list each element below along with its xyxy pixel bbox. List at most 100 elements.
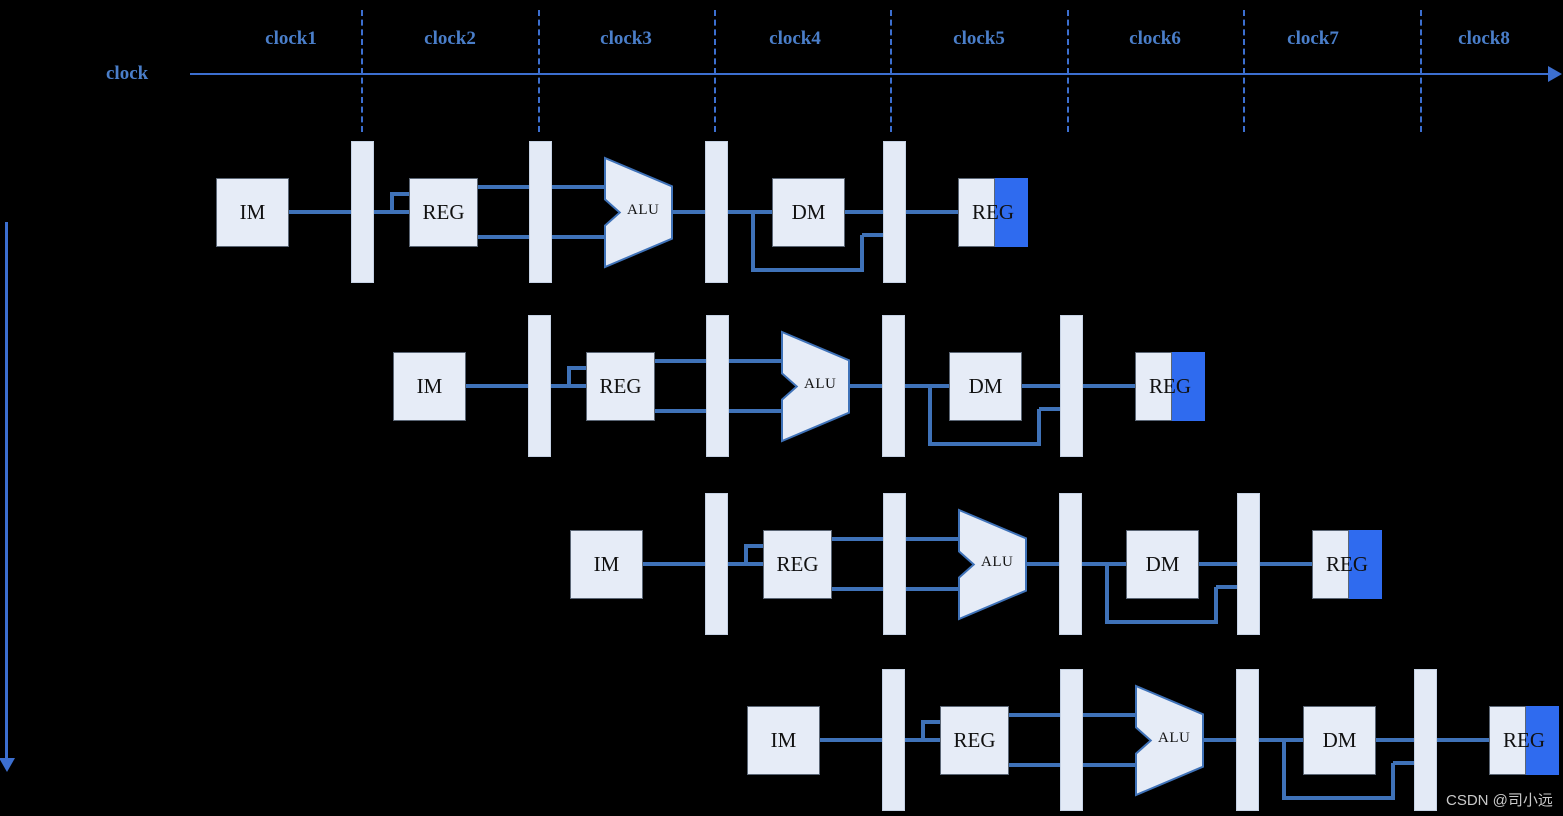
wire-reg-hook-top-r3 [744,544,766,548]
wire-reg-op2-r3 [832,587,895,591]
wb-reg-label-r4: REG [1503,728,1545,752]
clock-tick-2 [538,10,540,132]
wire-dm-to-memwb-r2 [1022,384,1072,388]
dm-box-r3: DM [1126,530,1199,599]
alu-label-r3: ALU [981,554,1014,570]
wire-dm-to-memwb-r1 [845,210,895,214]
dm-box-r3-label: DM [1145,552,1180,576]
wire-bypass-across-r3 [1105,620,1218,624]
wire-reg-op1-r4 [1009,713,1072,717]
pipeline-bar-memwb-r3 [1237,493,1260,635]
reg-box-r4: REG [940,706,1009,775]
wire-reg-op2-r1 [478,235,541,239]
wb-reg-box-r1: REG [958,178,1028,247]
wb-reg-label-r3: REG [1326,552,1368,576]
wire-bypass-down-r1 [751,212,755,270]
wire-im-to-ifid-r3 [643,562,716,566]
pipeline-bar-ifid-r4 [882,669,905,811]
pipeline-bar-exmem-r2 [882,315,905,457]
wire-idex-op1-r1 [552,185,608,189]
pipeline-bar-memwb-r4 [1414,669,1437,811]
clock-cycle-label-8: clock8 [1458,28,1510,49]
wb-reg-right-half-r4 [1526,706,1559,775]
dm-box-r4-label: DM [1322,728,1357,752]
im-box-r1-label: IM [239,200,266,224]
wire-bypass-down-r4 [1282,740,1286,798]
im-box-r4: IM [747,706,820,775]
wb-reg-label-r2: REG [1149,374,1191,398]
wire-ifid-to-reg-r3 [728,562,763,566]
reg-box-r3-label: REG [776,552,819,576]
alu-label-r1: ALU [627,202,660,218]
wire-bypass-across-r1 [751,268,864,272]
wire-bypass-into-memwb-r3 [1216,585,1249,589]
reg-box-r2: REG [586,352,655,421]
pipeline-bar-ifid-r3 [705,493,728,635]
alu-shape-r4 [1135,684,1204,797]
wire-reg-op1-r2 [655,359,718,363]
clock-cycle-label-5: clock5 [953,28,1005,49]
wire-alu-out-r2 [849,384,895,388]
wb-reg-box-r3: REG [1312,530,1382,599]
clock-axis-label: clock [106,63,149,84]
wire-ifid-to-reg-r2 [551,384,586,388]
wire-reg-op2-r4 [1009,763,1072,767]
wire-idex-op2-r2 [729,409,785,413]
pipeline-bar-exmem-r4 [1236,669,1259,811]
alu-label-r4: ALU [1158,730,1191,746]
clock-tick-4 [890,10,892,132]
pipeline-bar-ifid-r1 [351,141,374,283]
wire-reg-hook-top-r2 [567,366,589,370]
dm-box-r2: DM [949,352,1022,421]
pipeline-bar-idex-r3 [883,493,906,635]
clock-axis-arrowhead [1548,66,1562,82]
wire-idex-op2-r3 [906,587,962,591]
wire-bypass-into-memwb-r2 [1039,407,1072,411]
clock-tick-3 [714,10,716,132]
wire-reg-hook-top-r1 [390,192,412,196]
im-box-r2-label: IM [416,374,443,398]
clock-tick-1 [361,10,363,132]
wire-idex-op2-r4 [1083,763,1139,767]
wire-alu-out-r1 [672,210,718,214]
wb-reg-box-r4: REG [1489,706,1559,775]
wire-idex-op1-r2 [729,359,785,363]
clock-tick-7 [1420,10,1422,132]
wb-reg-right-half-r2 [1172,352,1205,421]
clock-tick-6 [1243,10,1245,132]
wb-reg-left-half-r3 [1312,530,1349,599]
wire-bypass-up-r2 [1037,409,1041,444]
wire-dm-to-memwb-r3 [1199,562,1249,566]
wb-reg-left-half-r2 [1135,352,1172,421]
clock-cycle-label-6: clock6 [1129,28,1181,49]
wire-bypass-down-r2 [928,386,932,444]
time-arrow-head [0,758,15,772]
wire-idex-op1-r3 [906,537,962,541]
wire-reg-op2-r2 [655,409,718,413]
wire-im-to-ifid-r2 [466,384,539,388]
wire-memwb-to-wb-r4 [1437,738,1493,742]
wire-alu-out-r4 [1203,738,1249,742]
clock-cycle-label-7: clock7 [1287,28,1339,49]
wire-reg-hook-down-r2 [567,368,571,386]
wire-bypass-into-memwb-r1 [862,233,895,237]
alu-shape-r3 [958,508,1027,621]
wire-reg-hook-down-r3 [744,546,748,564]
wire-bypass-across-r4 [1282,796,1395,800]
wb-reg-label-r1: REG [972,200,1014,224]
wire-reg-hook-down-r1 [390,194,394,212]
dm-box-r1: DM [772,178,845,247]
pipeline-bar-memwb-r1 [883,141,906,283]
wire-im-to-ifid-r4 [820,738,893,742]
alu-label-r2: ALU [804,376,837,392]
wire-reg-op1-r3 [832,537,895,541]
pipeline-bar-exmem-r3 [1059,493,1082,635]
pipeline-bar-memwb-r2 [1060,315,1083,457]
alu-shape-r1 [604,156,673,269]
reg-box-r1: REG [409,178,478,247]
clock-tick-5 [1067,10,1069,132]
alu-shape-r2 [781,330,850,443]
